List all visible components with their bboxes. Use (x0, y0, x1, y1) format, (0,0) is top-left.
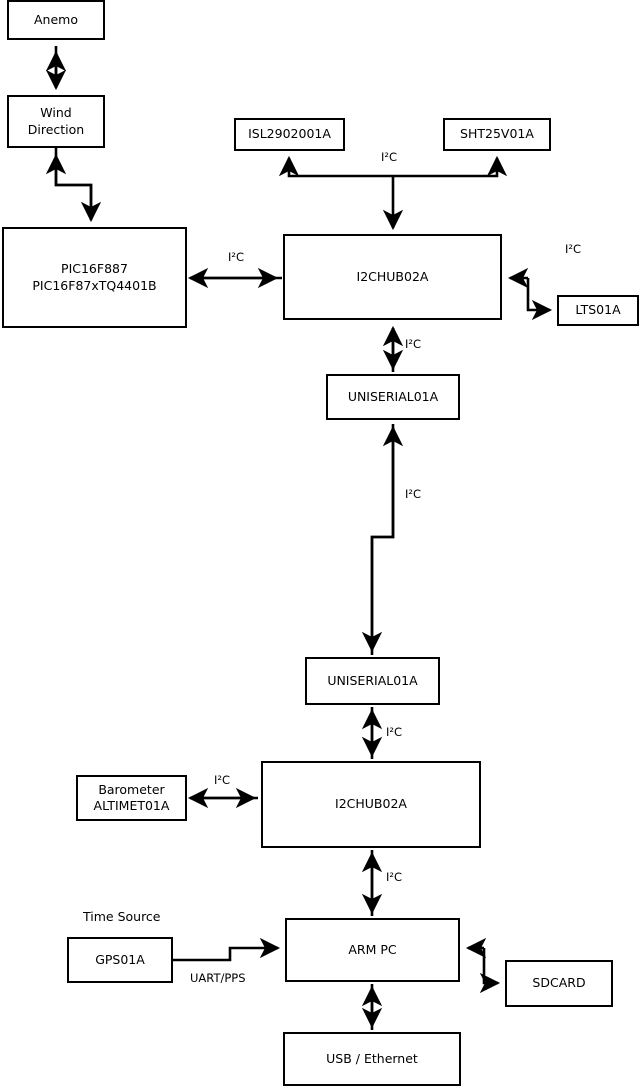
node-anemo[interactable]: Anemo (7, 0, 105, 40)
wire-gps-armpc (173, 937, 281, 962)
label-time-source: Time Source (83, 909, 161, 924)
node-uniserial01a-bottom-label: UNISERIAL01A (327, 672, 418, 688)
node-i2chub02a-bottom-label: I2CHUB02A (335, 796, 407, 812)
node-barometer-altimet01a-label: Barometer ALTIMET01A (93, 781, 170, 814)
node-uniserial01a-top[interactable]: UNISERIAL01A (326, 374, 460, 420)
node-arm-pc[interactable]: ARM PC (285, 918, 460, 982)
wire-bus-isl (278, 155, 393, 178)
edge-label-i2c-hub-lts: I²C (565, 242, 582, 256)
node-pic-mcu-label: PIC16F887 PIC16F87xTQ4401B (32, 261, 157, 293)
wire-uniser-link-up (370, 425, 404, 655)
wire-wind-pic (54, 148, 102, 223)
node-lts01a[interactable]: LTS01A (557, 295, 639, 326)
node-sht25v01a[interactable]: SHT25V01A (443, 118, 551, 151)
node-gps01a-label: GPS01A (95, 951, 145, 967)
node-i2chub02a-top[interactable]: I2CHUB02A (283, 234, 502, 320)
node-anemo-label: Anemo (34, 11, 78, 27)
edge-label-i2c-pic-hub: I²C (228, 250, 245, 264)
wire-bus-sht (393, 155, 508, 178)
node-usb-ethernet[interactable]: USB / Ethernet (283, 1032, 461, 1086)
node-i2chub02a-top-label: I2CHUB02A (356, 268, 429, 284)
node-pic-mcu[interactable]: PIC16F887 PIC16F87xTQ4401B (2, 227, 187, 328)
node-isl2902001a-label: ISL2902001A (248, 126, 331, 142)
edge-label-i2c-hub-uniserial: I²C (405, 337, 422, 351)
wire-hub-lts (526, 278, 553, 321)
node-sht25v01a-label: SHT25V01A (460, 126, 534, 142)
node-isl2902001a[interactable]: ISL2902001A (234, 118, 345, 151)
node-gps01a[interactable]: GPS01A (67, 937, 173, 983)
edge-label-i2c-sensor-bus: I²C (381, 150, 398, 164)
edge-label-i2c-uniserial-hubbottom: I²C (386, 725, 403, 739)
node-wind-direction[interactable]: Wind Direction (7, 95, 105, 148)
wire-armpc-sdcard (479, 948, 501, 994)
wire-pic-wind (45, 153, 93, 215)
node-wind-direction-label: Wind Direction (27, 105, 85, 137)
edge-label-i2c-hub-armpc: I²C (386, 870, 403, 884)
edge-label-i2c-barometer-hub: I²C (214, 773, 231, 787)
node-sdcard[interactable]: SDCARD (505, 960, 613, 1007)
edge-label-i2c-uniserial-link: I²C (405, 487, 422, 501)
node-usb-ethernet-label: USB / Ethernet (326, 1050, 418, 1066)
node-uniserial01a-top-label: UNISERIAL01A (347, 388, 439, 404)
node-lts01a-label: LTS01A (575, 302, 621, 318)
node-sdcard-label: SDCARD (532, 975, 586, 991)
edge-label-uart-pps: UART/PPS (190, 971, 246, 985)
node-i2chub02a-bottom[interactable]: I2CHUB02A (261, 761, 481, 848)
node-barometer-altimet01a[interactable]: Barometer ALTIMET01A (76, 775, 187, 821)
wire-uniser-link-down (361, 424, 395, 653)
node-arm-pc-label: ARM PC (348, 941, 397, 957)
node-uniserial01a-bottom[interactable]: UNISERIAL01A (305, 657, 440, 705)
